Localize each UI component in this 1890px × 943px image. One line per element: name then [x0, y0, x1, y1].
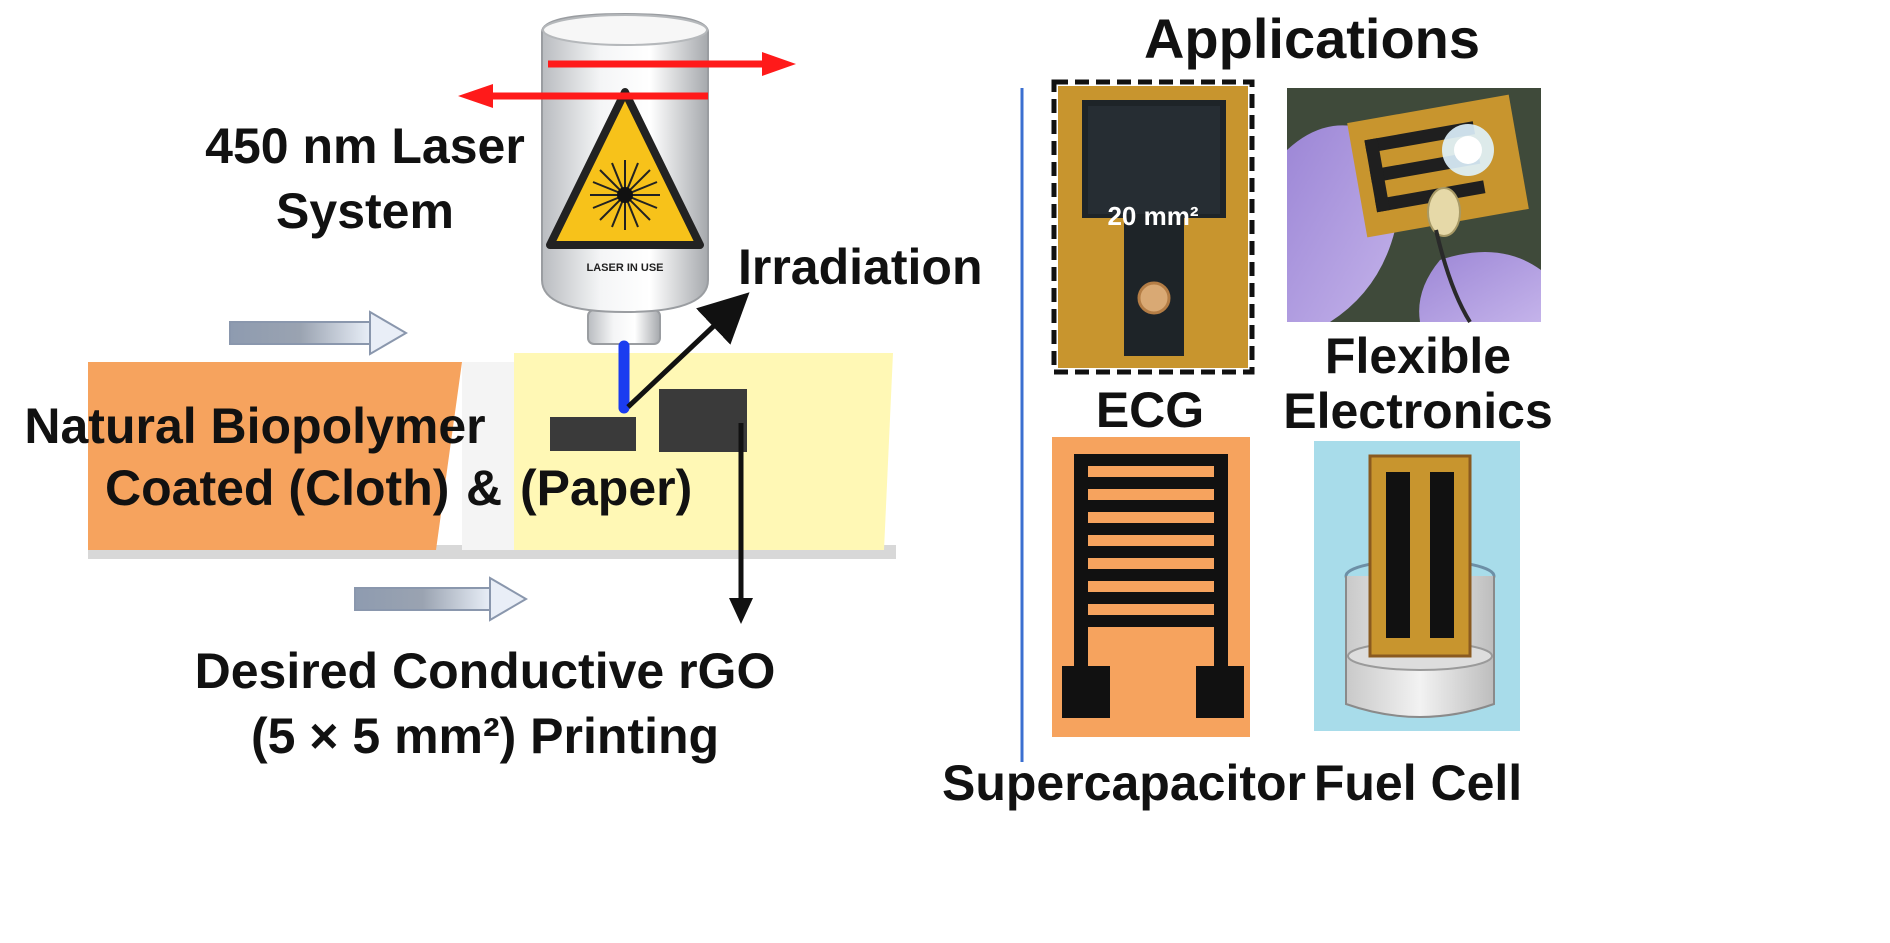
laser-system-label-line2: System [276, 183, 454, 239]
motion-arrow-bottom [354, 576, 528, 622]
fuel-cell-label: Fuel Cell [1314, 755, 1522, 811]
scan-arrow-right [548, 52, 796, 76]
supercapacitor-label: Supercapacitor [942, 755, 1306, 811]
flexible-electronics-image [1287, 88, 1541, 324]
irradiation-pointer-arrow [626, 292, 750, 409]
ecg-area-label: 20 mm² [1107, 201, 1198, 231]
scan-arrow-left [458, 84, 708, 108]
battery-coin [1427, 187, 1461, 237]
laser-system-label-line1: 450 nm Laser [205, 118, 525, 174]
paper-label: (Paper) [520, 460, 692, 516]
applications-title: Applications [1144, 7, 1480, 70]
ecg-image: 20 mm² [1051, 79, 1255, 375]
ecg-frame [1051, 79, 1255, 375]
substrate-group [88, 353, 896, 559]
printing-pointer-arrow [729, 423, 753, 624]
ampersand-label: & [466, 460, 502, 516]
rgo-pattern-small [550, 417, 636, 451]
ecg-electrode-texture [1088, 106, 1220, 214]
motion-arrow-top [229, 310, 408, 356]
laser-top-cap [542, 14, 708, 46]
substrate-gap [462, 362, 514, 550]
fuel-cell-electrode-right [1430, 472, 1454, 638]
supercapacitor-image [1052, 437, 1250, 737]
rgo-pattern-large [659, 389, 747, 452]
fuel-cell-frame [1368, 454, 1472, 658]
flexible-label-line2: Electronics [1283, 383, 1553, 439]
ecg-contact-dot [1137, 281, 1171, 315]
cloth-label: Coated (Cloth) [105, 460, 449, 516]
irradiation-label: Irradiation [738, 239, 982, 295]
fuel-cell-electrode-left [1386, 472, 1410, 638]
printing-label-line2: (5 × 5 mm²) Printing [251, 708, 719, 764]
laser-nozzle [587, 309, 661, 345]
cloth-substrate [88, 362, 462, 550]
flexible-label-line1: Flexible [1325, 328, 1511, 384]
interdigitated-electrode-icon [1062, 454, 1244, 718]
biopolymer-label-line1: Natural Biopolymer [24, 398, 485, 454]
printing-label-line1: Desired Conductive rGO [195, 643, 776, 699]
wire [1434, 229, 1472, 324]
ecg-label: ECG [1096, 382, 1204, 438]
led-icon [1454, 136, 1482, 164]
fuel-cell-image [1314, 441, 1520, 731]
laser-device: LASER IN USE [541, 12, 709, 345]
laser-burst-center [617, 187, 633, 203]
laser-device-caption: LASER IN USE [586, 262, 663, 274]
